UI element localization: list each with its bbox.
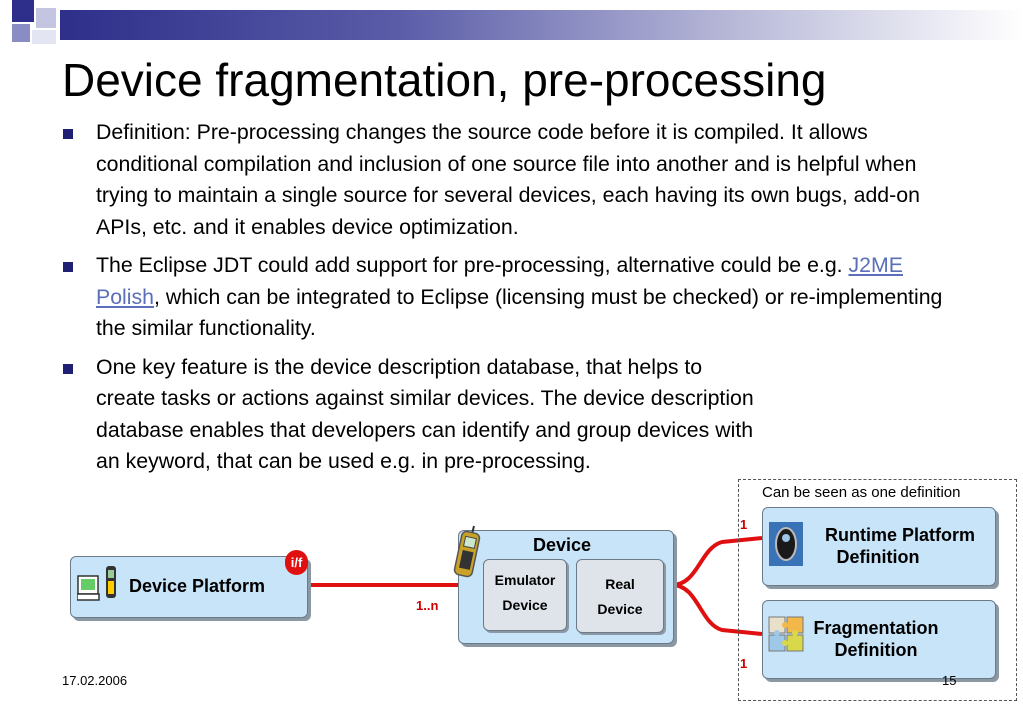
emulator-device-box[interactable]: Emulator Device (483, 559, 567, 631)
fragmentation-label-line2: Definition (834, 640, 918, 660)
multiplicity-label-bottom: 1 (740, 656, 748, 671)
fragmentation-label-line1: Fragmentation (813, 618, 939, 638)
header-square-2 (36, 8, 56, 28)
puzzle-pieces-icon (768, 616, 804, 652)
bullet-text: One key feature is the device descriptio… (96, 354, 754, 474)
runtime-platform-label-line1: Runtime Platform (824, 525, 975, 545)
definitions-group-outline (738, 479, 1017, 701)
header-gradient-bar (60, 10, 1023, 40)
runtime-platform-icon (769, 522, 803, 566)
group-note: Can be seen as one definition (762, 484, 961, 501)
real-device-label-line2: Device (597, 601, 643, 617)
mobile-phone-icon (453, 525, 481, 578)
device-definitions-bracket (671, 536, 763, 636)
page-number: 15 (942, 673, 957, 688)
slide-title: Device fragmentation, pre-processing (62, 54, 827, 106)
emulator-device-label-line1: Emulator (494, 572, 556, 588)
bullet-text-before: The Eclipse JDT could add support for pr… (96, 253, 849, 277)
device-platform-box[interactable]: Device Platform (70, 556, 308, 618)
runtime-platform-label: Runtime Platform Definition (807, 524, 993, 568)
bullet-square-icon (63, 363, 73, 374)
bullet-text-after: , which can be integrated to Eclipse (li… (96, 284, 943, 341)
device-box[interactable]: Device Emulator Device Real Device (458, 530, 674, 644)
footer-date: 17.02.2006 (62, 673, 128, 688)
bullet-list: Definition: Pre-processing changes the s… (60, 117, 970, 485)
header-square-1 (12, 0, 34, 22)
header-square-4 (32, 30, 56, 44)
fragmentation-label: Fragmentation Definition (801, 617, 951, 661)
multiplicity-label-n: 1..n (416, 598, 439, 613)
real-device-box[interactable]: Real Device (576, 559, 664, 633)
runtime-platform-label-line2: Definition (836, 547, 920, 567)
device-platform-label: Device Platform (129, 576, 266, 596)
multiplicity-label-top: 1 (740, 517, 748, 532)
bullet-item: One key feature is the device descriptio… (60, 352, 756, 478)
j2me-polish-link[interactable]: J2ME Polish (96, 253, 903, 309)
device-label: Device (533, 535, 592, 555)
emulator-device-label-line2: Device (502, 597, 548, 613)
bullet-square-icon (63, 129, 73, 139)
bullet-text: Definition: Pre-processing changes the s… (96, 120, 920, 239)
bullet-item: The Eclipse JDT could add support for pr… (60, 250, 970, 345)
runtime-platform-definition-box[interactable]: Runtime Platform Definition (762, 507, 996, 586)
real-device-label-line1: Real (605, 576, 635, 592)
interface-badge: i/f (285, 550, 308, 575)
bullet-square-icon (63, 262, 73, 272)
bullet-item: Definition: Pre-processing changes the s… (60, 117, 970, 243)
header-square-3 (12, 24, 30, 42)
fragmentation-definition-box[interactable]: Fragmentation Definition (762, 600, 996, 679)
platform-devices-icon (77, 566, 116, 601)
